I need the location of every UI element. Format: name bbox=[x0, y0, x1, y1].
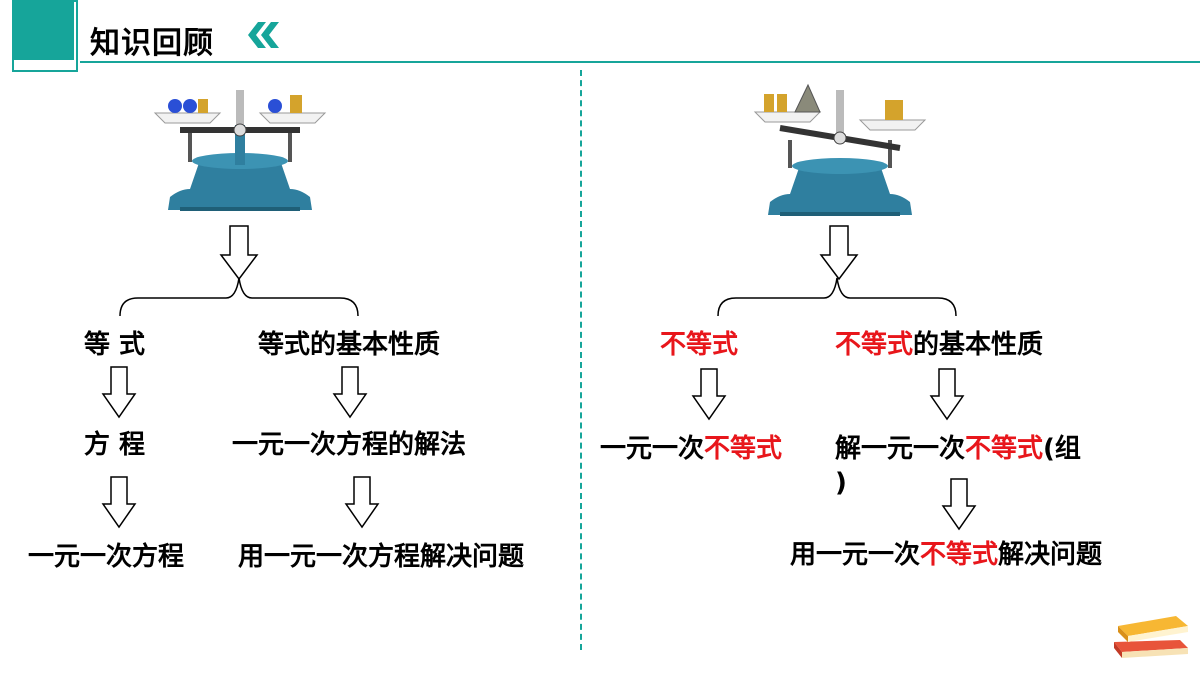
inequality-highlight: 不等式 bbox=[920, 540, 999, 570]
balanced-scale-image bbox=[153, 90, 327, 211]
equation-properties-label: 等式的基本性质 bbox=[258, 330, 441, 360]
down-arrow-icon bbox=[819, 225, 859, 281]
down-arrow-icon bbox=[929, 368, 965, 421]
down-arrow-icon bbox=[691, 368, 727, 421]
linear-equation-application-label: 用一元一次方程解决问题 bbox=[238, 542, 525, 572]
linear-inequality-application-prefix: 用一元一次 bbox=[790, 540, 921, 570]
down-arrow-icon bbox=[101, 476, 137, 529]
linear-inequality-solving-suffix: (组 bbox=[1043, 434, 1081, 464]
linear-equation-label: 一元一次方程 bbox=[28, 542, 185, 572]
books-icon bbox=[1114, 616, 1188, 658]
header-logo-block bbox=[14, 2, 74, 60]
branch-brace bbox=[119, 277, 359, 317]
down-arrow-icon bbox=[941, 478, 977, 531]
linear-inequality-prefix: 一元一次 bbox=[600, 434, 705, 464]
linear-equation-solving-label: 一元一次方程的解法 bbox=[232, 430, 467, 460]
down-arrow-icon bbox=[219, 225, 259, 281]
inequality-highlight: 不等式 bbox=[835, 330, 914, 360]
inequality-label: 不等式 bbox=[660, 330, 739, 360]
inequality-properties-label: 不等式的基本性质 bbox=[835, 330, 1043, 361]
header-underline bbox=[80, 61, 1200, 63]
linear-inequality-solving-closing: ) bbox=[835, 468, 847, 498]
linear-inequality-application-suffix: 解决问题 bbox=[998, 540, 1103, 570]
linear-inequality-application-label: 用一元一次不等式解决问题 bbox=[790, 540, 1102, 571]
down-arrow-icon bbox=[344, 476, 380, 529]
branch-brace bbox=[717, 277, 957, 317]
down-arrow-icon bbox=[101, 366, 137, 419]
linear-inequality-solving-prefix: 解一元一次 bbox=[835, 434, 966, 464]
inequality-properties-rest: 的基本性质 bbox=[913, 330, 1044, 360]
double-chevron-left-icon bbox=[248, 22, 279, 48]
unbalanced-scale-image bbox=[753, 83, 927, 216]
linear-inequality-solving-label: 解一元一次不等式(组 bbox=[835, 434, 1081, 465]
page-title: 知识回顾 bbox=[90, 26, 214, 61]
header-logo-frame bbox=[12, 0, 78, 72]
inequality-highlight: 不等式 bbox=[704, 434, 783, 464]
equation-term-label: 方 程 bbox=[84, 430, 146, 460]
center-divider bbox=[580, 70, 582, 650]
inequality-highlight: 不等式 bbox=[965, 434, 1044, 464]
linear-inequality-label: 一元一次不等式 bbox=[600, 434, 782, 465]
equation-label: 等 式 bbox=[84, 330, 146, 360]
down-arrow-icon bbox=[332, 366, 368, 419]
